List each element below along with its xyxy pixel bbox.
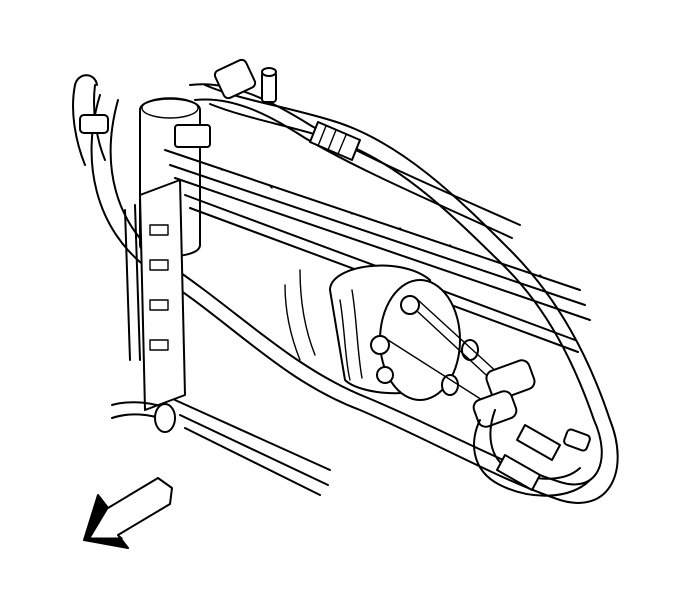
upper-service-valve-cap [261, 67, 277, 77]
compressor-port-lower [370, 335, 390, 355]
condenser-top-rail [164, 149, 591, 321]
bracket-slot-1 [149, 224, 169, 236]
compressor-port-upper [400, 295, 420, 315]
left-tank [124, 204, 141, 361]
receiver-bracket [174, 124, 211, 148]
manifold-block [485, 359, 536, 401]
port-guide-lines [387, 299, 501, 406]
condenser-rail-dots [219, 167, 543, 278]
lower-hose-ferrule [496, 454, 541, 491]
upper-hose-ferrule [309, 121, 361, 161]
receiver-canister-top [141, 97, 199, 119]
condenser-bottom-rail [174, 399, 331, 496]
right-hose-ferrule [516, 424, 561, 461]
bracket-slot-2 [149, 259, 169, 271]
compressor-bolt [376, 366, 394, 384]
upper-hose-clamp [213, 58, 257, 100]
right-service-valve [563, 428, 591, 452]
bracket-slot-3 [149, 299, 169, 311]
compressor-ribs [339, 289, 363, 381]
compressor-shading [284, 269, 316, 361]
upper-left-hose-cap [74, 74, 98, 86]
ferrule-ridges [317, 125, 347, 155]
seal-washer-lower [441, 374, 459, 396]
direction-arrow-shadow [83, 493, 130, 549]
upper-left-fitting [79, 114, 109, 134]
left-bracket [139, 179, 186, 411]
bracket-slot-4 [149, 339, 169, 351]
lower-left-fitting [154, 403, 176, 433]
manifold-block-lower [472, 390, 518, 428]
